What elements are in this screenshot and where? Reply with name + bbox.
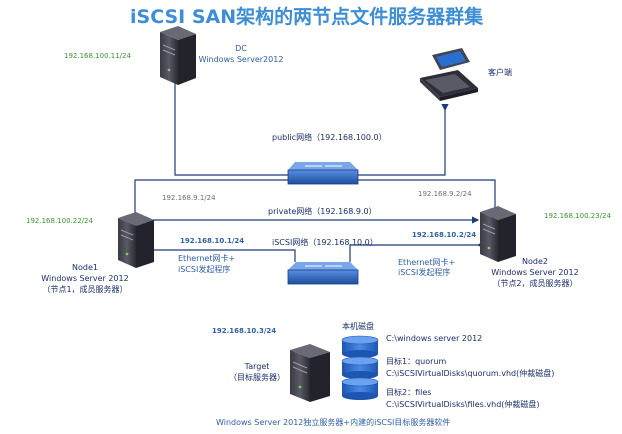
node1-role: （节点1，成员服务器） [42,285,128,294]
iscsi-switch-icon [287,262,359,285]
node1-public-ip: 192.168.100.22/24 [26,217,93,225]
node1-private-ip: 192.168.9.1/24 [162,194,216,202]
node2-iscsi-link [349,241,484,262]
node2-nic-line1: Ethernet网卡+ [398,258,456,267]
target-caption: Windows Server 2012独立服务器+内建的iSCSI目标服务器软件 [216,418,451,427]
node2-public-ip: 192.168.100.23/24 [544,212,611,220]
diagram-title: iSCSI SAN架构的两节点文件服务器群集 [130,6,484,28]
local-disk-path: C:\windows server 2012 [386,334,483,343]
local-disk-label: 本机磁盘 [342,322,374,331]
client-computer-icon [420,48,478,101]
target1-label: 目标1：quorum [386,357,447,366]
node1-server-icon [118,212,154,268]
target-ip: 192.168.10.3/24 [212,327,277,335]
iscsi-network-label: iSCSI网络（192.168.10.0） [272,238,378,247]
client-label: 客户端 [488,68,512,77]
node2-iscsi-ip: 192.168.10.2/24 [412,231,477,239]
target-server-icon [290,344,330,402]
client-public-link [350,104,449,176]
node2-server-icon [480,206,516,262]
dc-server-icon [160,26,196,85]
target-role: （目标服务器） [229,373,285,382]
node1-iscsi-ip: 192.168.10.1/24 [180,237,245,245]
dc-ip: 192.168.100.11/24 [64,52,131,60]
node1-iscsi-link [144,246,296,262]
disk-stack-icon [341,335,379,400]
node2-os: Windows Server 2012 [491,268,579,277]
node2-role: （节点2，成员服务器） [492,279,578,288]
public-network-label: public网络（192.168.100.0） [272,133,387,142]
target1-path: C:\iSCSIVirtualDisks\quorum.vhd(仲裁磁盘) [386,369,555,378]
local-disk-icon [341,335,379,358]
target2-label: 目标2：files [386,388,432,397]
dc-os: Windows Server2012 [198,55,284,64]
node1-os: Windows Server 2012 [41,274,129,283]
private-network-label: private网络（192.168.9.0） [268,207,377,216]
node2-public-link [350,179,499,218]
node1-public-link [131,179,295,228]
node1-nic-line2: iSCSI发起程序 [178,265,231,274]
target-name: Target [244,362,270,371]
target2-path: C:\iSCSIVirtualDisks\files.vhd(仲裁磁盘) [386,400,540,409]
connection-lines [131,76,499,262]
node2-nic-line2: iSCSI发起程序 [398,268,451,277]
node2-name: Node2 [522,257,548,266]
dc-public-link [171,76,295,176]
dc-name: DC [235,44,247,53]
node1-nic-line1: Ethernet网卡+ [178,254,236,263]
public-switch-icon [287,162,359,185]
quorum-disk-icon [341,356,379,379]
node2-private-ip: 192.168.9.2/24 [418,190,472,198]
node1-name: Node1 [72,263,98,272]
files-disk-icon [341,377,379,400]
